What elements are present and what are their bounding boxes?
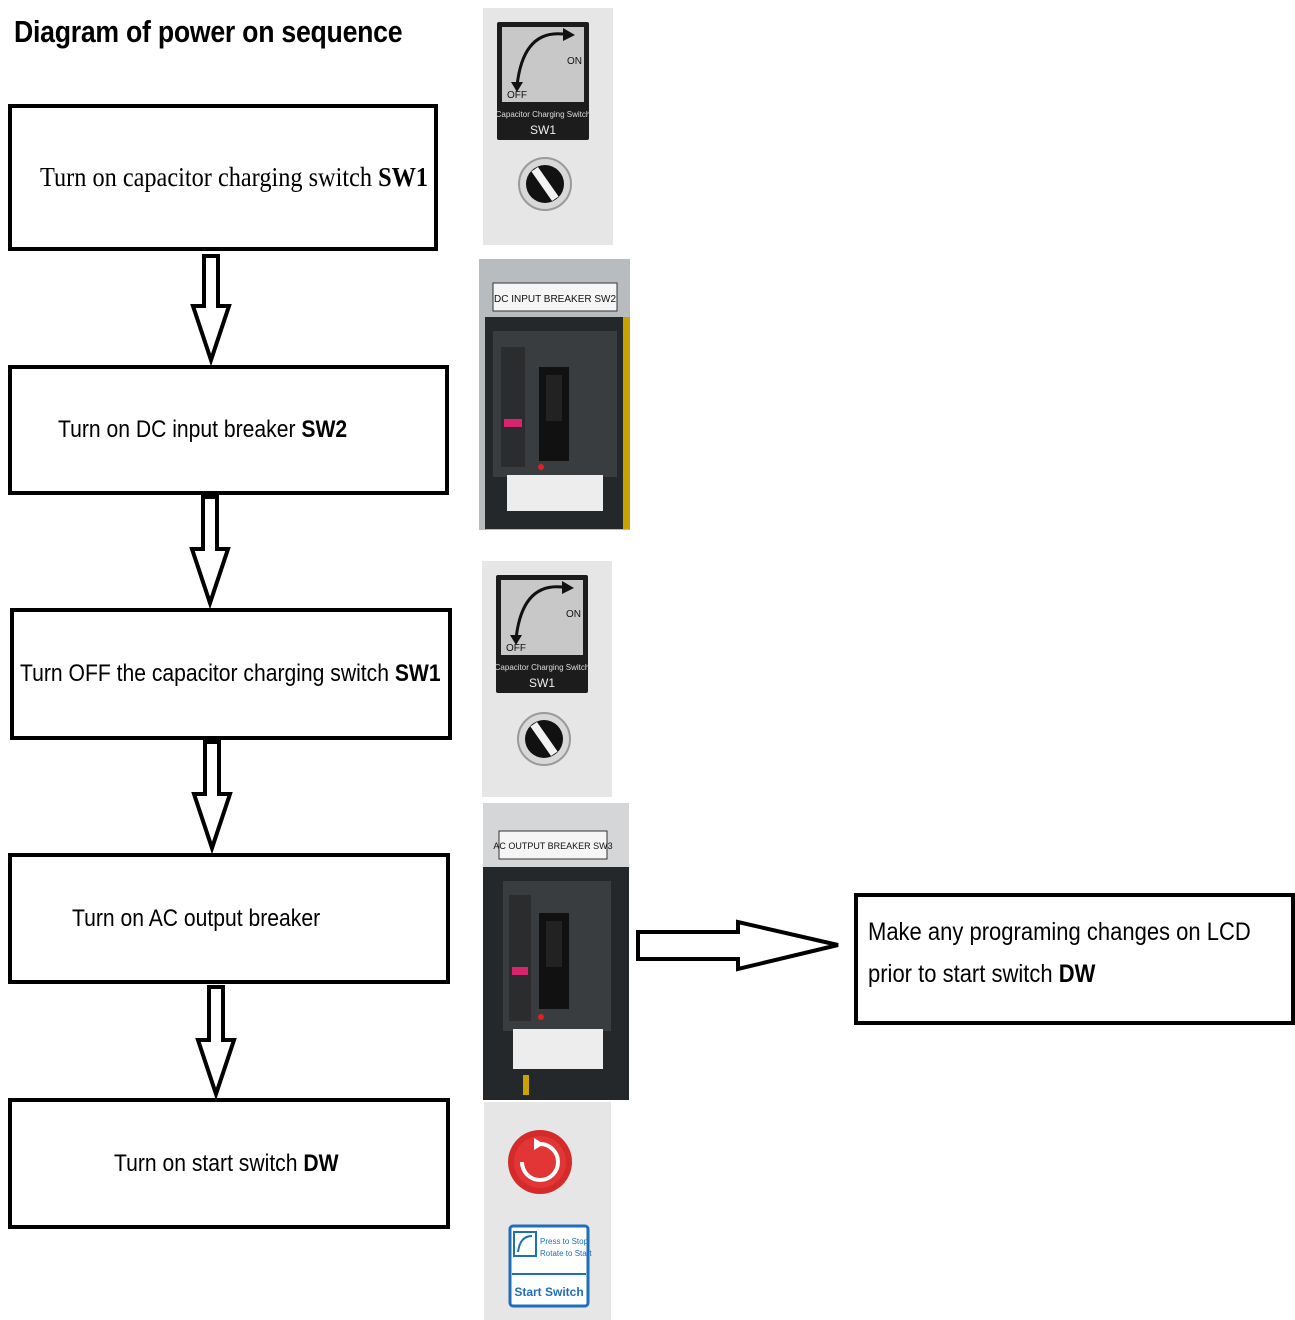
dc-input-breaker-photo: DC INPUT BREAKER SW2	[479, 259, 630, 530]
note-line-1: Make any programing changes on LCD	[868, 918, 1251, 946]
start-switch-label: Start Switch	[514, 1285, 583, 1299]
ac-output-breaker-photo: AC OUTPUT BREAKER SW3	[483, 803, 629, 1100]
step-1-box: Turn on capacitor charging switch SW1	[8, 104, 438, 251]
capacitor-switch-photo-1: ON OFF Capacitor Charging Switch SW1	[483, 8, 613, 245]
switch-1-caption: Capacitor Charging Switch	[496, 110, 591, 119]
step-4-box: Turn on AC output breaker	[8, 853, 450, 984]
capacitor-switch-photo-2: ON OFF Capacitor Charging Switch SW1	[482, 561, 612, 797]
ac-breaker-label: AC OUTPUT BREAKER SW3	[493, 841, 612, 851]
lcd-programming-note: Make any programing changes on LCD prior…	[854, 893, 1295, 1025]
start-switch-line-2: Rotate to Start	[540, 1249, 592, 1258]
step-2-label: Turn on DC input breaker SW2	[58, 416, 348, 443]
switch-1-on-label: ON	[567, 56, 582, 67]
note-line-2: prior to start switch DW	[868, 960, 1096, 988]
switch-2-caption: Capacitor Charging Switch	[495, 663, 590, 672]
down-arrow-3	[191, 740, 233, 855]
step-5-box: Turn on start switch DW	[8, 1098, 450, 1229]
start-switch-photo: Press to Stop Rotate to Start Start Swit…	[484, 1102, 611, 1320]
step-1-label: Turn on capacitor charging switch SW1	[40, 162, 429, 192]
down-arrow-2	[189, 495, 231, 610]
step-5-label: Turn on start switch DW	[114, 1149, 339, 1177]
switch-1-off-label: OFF	[507, 90, 527, 101]
down-arrow-1	[190, 254, 232, 367]
dc-breaker-label: DC INPUT BREAKER SW2	[494, 294, 616, 305]
step-3-label: Turn OFF the capacitor charging switch S…	[20, 660, 441, 687]
down-arrow-4	[195, 985, 237, 1101]
start-switch-line-1: Press to Stop	[540, 1237, 589, 1246]
right-arrow	[636, 919, 839, 972]
switch-2-off-label: OFF	[506, 643, 526, 654]
switch-2-tag: SW1	[529, 676, 555, 690]
page-title: Diagram of power on sequence	[14, 14, 403, 49]
switch-2-on-label: ON	[566, 609, 581, 620]
step-4-label: Turn on AC output breaker	[72, 904, 321, 932]
step-3-box: Turn OFF the capacitor charging switch S…	[10, 608, 452, 740]
switch-1-tag: SW1	[530, 123, 556, 137]
step-2-box: Turn on DC input breaker SW2	[8, 365, 449, 495]
